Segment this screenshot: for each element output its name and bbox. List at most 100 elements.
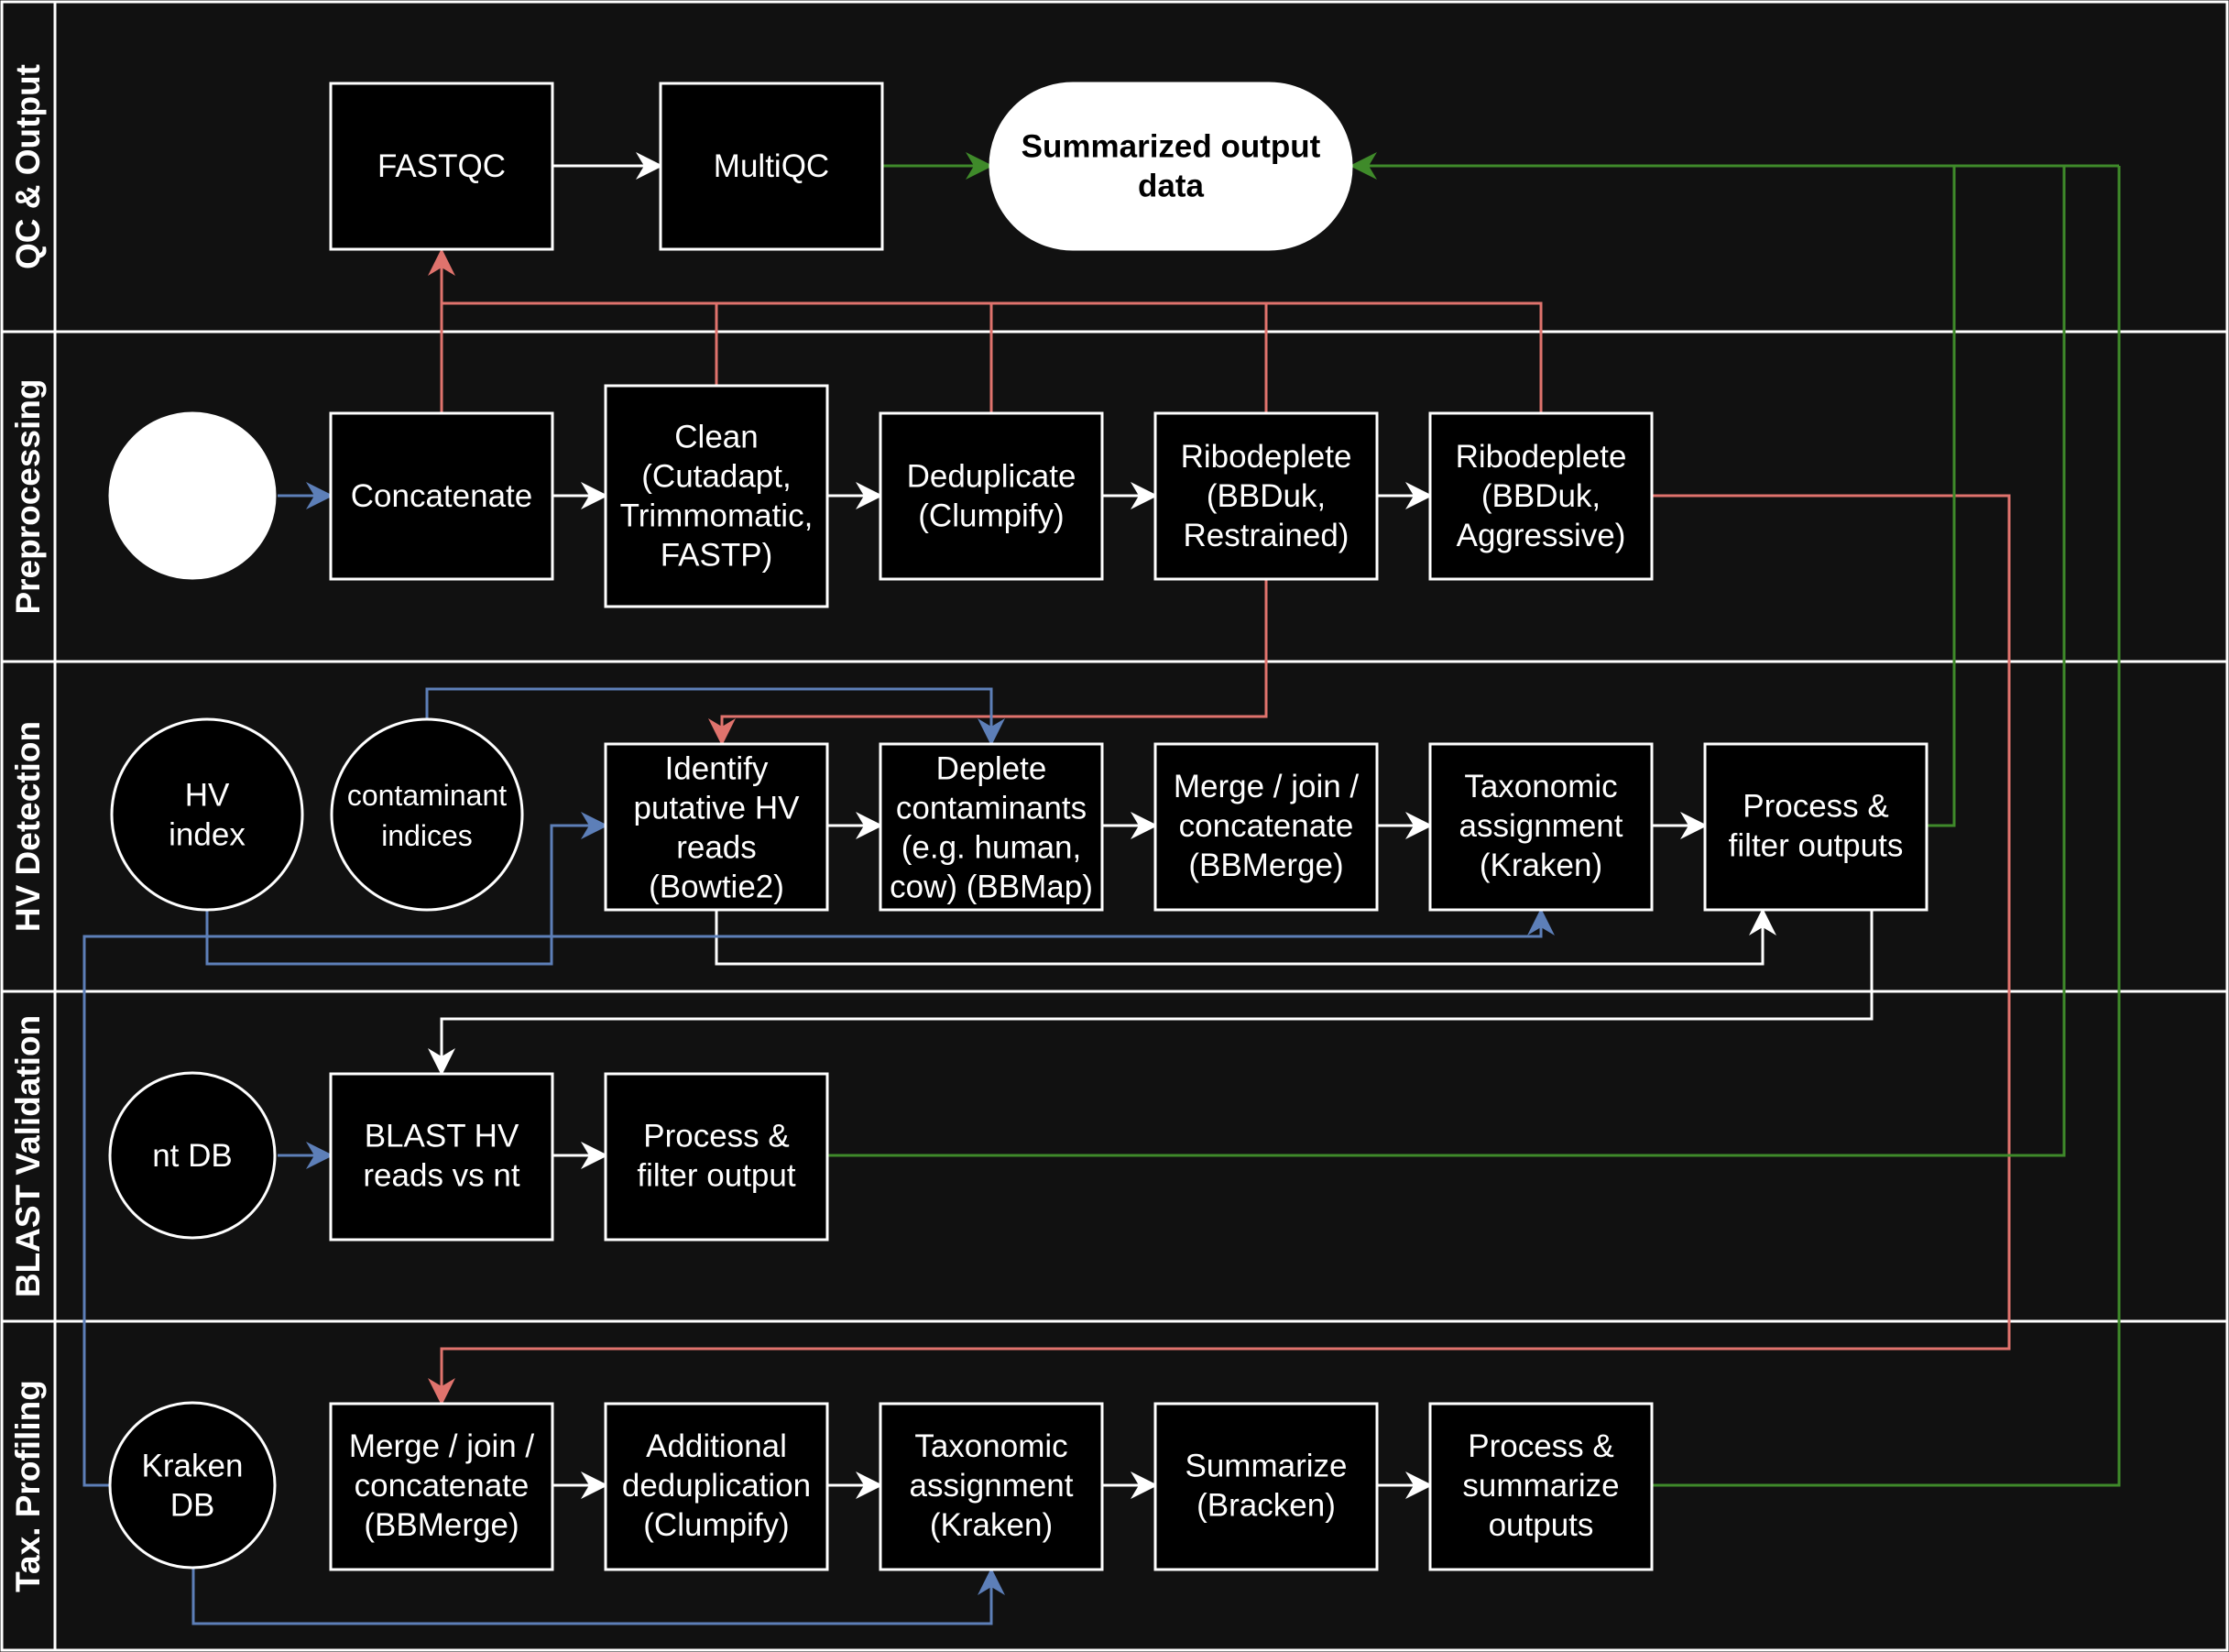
node-label-line: Kraken [142, 1449, 244, 1484]
node-label: Ribodeplete(BBDuk, Restrained) [1181, 439, 1352, 553]
node-label: Deduplicate(Clumpify) [907, 459, 1076, 534]
node-label-line: (Cutadapt, [641, 459, 791, 495]
node-label-line: MultiQC [714, 148, 829, 184]
node-nt-db: nt DB [108, 1071, 277, 1240]
node-label-line: (Kraken) [930, 1507, 1053, 1543]
node-label-line: assignment [910, 1468, 1074, 1504]
node-label-line: assignment [1459, 808, 1623, 844]
node-label: Process &filter outputs [1729, 789, 1904, 864]
node-label-line: nt DB [152, 1138, 233, 1174]
edges [82, 152, 2121, 1625]
node-fastqc: FASTQC [329, 82, 554, 251]
node-label: Merge / join /concatenate(BBMerge) [1174, 769, 1360, 883]
node-label-line: HV [185, 778, 230, 814]
node-multiqc: MultiQC [659, 82, 884, 251]
node-label-line: Deduplicate [907, 459, 1076, 495]
node-label-line: DB [170, 1488, 215, 1524]
node-label-line: reads vs nt [363, 1158, 519, 1194]
edge-blue-kraken-tax-hv [82, 908, 1555, 1487]
node-label-line: Merge / join / [1174, 769, 1360, 804]
node-label-line: concatenate [355, 1468, 530, 1504]
node-label-line: Merge / join / [349, 1428, 535, 1464]
edge-blue-contam-deplete [425, 687, 1005, 746]
node-label-line: Raw [160, 459, 225, 495]
node-label-line: contaminants [896, 791, 1087, 826]
node-label-line: Ribodeplete [1181, 439, 1352, 475]
node-label-line: (Bracken) [1196, 1488, 1336, 1524]
node-process-filter-output: Process & filter output [604, 1072, 829, 1242]
node-merge-tax: Merge / join / concatenate(BBMerge) [329, 1402, 554, 1571]
lane-title-qc: QC & Output [9, 64, 47, 269]
node-label-line: summarize [1462, 1468, 1619, 1504]
edge-green-process-blast [827, 166, 2066, 1157]
node-taxonomic-assignment-tax: Taxonomic assignment(Kraken) [879, 1402, 1104, 1571]
node-label-line: reads [676, 830, 757, 866]
node-label: Taxonomic assignment(Kraken) [910, 1428, 1074, 1543]
edge-green-process-hv [1927, 166, 1956, 827]
edge-process-blast [428, 910, 1874, 1076]
node-label-line: filter output [637, 1158, 795, 1194]
node-label-line: data [1138, 169, 1205, 204]
node-deplete-contaminants: Deplete contaminants (e.g. human, cow) (BBM… [879, 742, 1104, 912]
node-label-line: deduplication [622, 1468, 811, 1504]
node-label-line: Summarize [1186, 1449, 1348, 1484]
node-label: Merge / join / concatenate(BBMerge) [349, 1428, 535, 1543]
node-label-line: (BBDuk, [1207, 478, 1326, 514]
node-label-line: Summarized output [1022, 129, 1321, 165]
lane-title-blast-validation: BLAST Validation [9, 1015, 47, 1297]
node-ribodeplete-aggressive: Ribodeplete(BBDuk,Aggressive) [1428, 411, 1654, 581]
edge-red-qc-bus [442, 301, 1543, 413]
node-label-line: Taxonomic [1464, 769, 1617, 804]
node-label-line: index [169, 817, 246, 853]
node-label: Taxonomic assignment (Kraken) [1459, 769, 1623, 883]
lane-title-preprocessing: Preprocessing [9, 378, 47, 614]
node-label-line: Identify [665, 751, 769, 787]
node-label-line: (Kraken) [1480, 848, 1602, 883]
node-label: Summarize (Bracken) [1186, 1449, 1348, 1524]
node-label-line: Deplete [936, 751, 1047, 787]
node-label-line: Trimmomatic, [620, 498, 814, 534]
edge-green-process-tax [1652, 166, 2121, 1487]
node-label-line: Process & [643, 1119, 790, 1154]
node-label-line: (Clumpify) [643, 1507, 789, 1543]
node-label-line: (Bowtie2) [649, 870, 784, 905]
node-label-line: Process & [1743, 789, 1889, 825]
node-taxonomic-assignment-hv: Taxonomic assignment (Kraken) [1428, 742, 1654, 912]
edge-red-ribo-a-merge-tax [428, 494, 2011, 1406]
node-label-line: Restrained) [1184, 518, 1349, 553]
node-label-line: input [158, 498, 227, 534]
node-label: Deplete contaminants (e.g. human, cow) (BBM… [890, 751, 1093, 905]
node-label-line: Process & [1468, 1428, 1614, 1464]
node-label-line: cow) (BBMap) [890, 870, 1093, 905]
node-ribodeplete-restrained: Ribodeplete(BBDuk, Restrained) [1153, 411, 1379, 581]
node-label-line: Clean [674, 420, 758, 455]
node-clean: Clean (Cutadapt,Trimmomatic, FASTP) [604, 384, 829, 608]
node-label-line: (e.g. human, [901, 830, 1082, 866]
node-label-line: FASTP) [661, 538, 773, 574]
node-label: Process & filter output [637, 1119, 795, 1194]
edge-blue-hvindex-identify [205, 812, 608, 966]
node-label-line: filter outputs [1729, 828, 1904, 864]
edge-blue-kraken-tax [191, 1568, 1005, 1625]
node-label: Summarized output data [1022, 129, 1321, 204]
node-label-line: (BBMerge) [364, 1507, 519, 1543]
node-label-line: Taxonomic [914, 1428, 1067, 1464]
node-label: Ribodeplete(BBDuk,Aggressive) [1456, 439, 1627, 553]
node-label-line: Additional [646, 1428, 787, 1464]
node-additional-deduplication: Additional deduplication(Clumpify) [604, 1402, 829, 1571]
node-label-line: Concatenate [351, 478, 532, 514]
node-summarized-output: Summarized output data [989, 82, 1353, 251]
node-label: Additional deduplication(Clumpify) [622, 1428, 811, 1543]
node-deduplicate: Deduplicate(Clumpify) [879, 411, 1104, 581]
